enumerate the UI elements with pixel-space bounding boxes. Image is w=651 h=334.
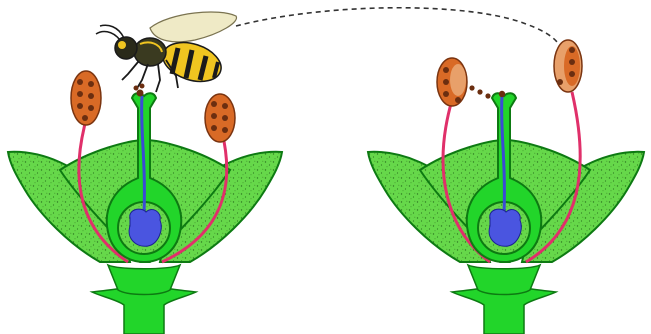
receptacle-left [108, 265, 180, 295]
flower-left [8, 71, 282, 334]
bee-leg [156, 64, 160, 92]
anther-right-a [437, 58, 467, 106]
receptacle-right [468, 265, 540, 295]
bee-head [115, 37, 137, 59]
anther-left-b [205, 94, 235, 142]
bee-leg [122, 62, 138, 80]
bee-wing-icon [150, 12, 237, 42]
flower-right [368, 40, 644, 334]
ovule-left [129, 209, 161, 246]
anther-right-b [554, 40, 582, 92]
bee-antenna [96, 32, 120, 40]
bee [96, 12, 237, 92]
pollen-on-stigma-left [137, 90, 144, 97]
anther-left-a [71, 71, 101, 125]
ovule-right [489, 209, 521, 246]
bee-flight-path [236, 8, 562, 50]
